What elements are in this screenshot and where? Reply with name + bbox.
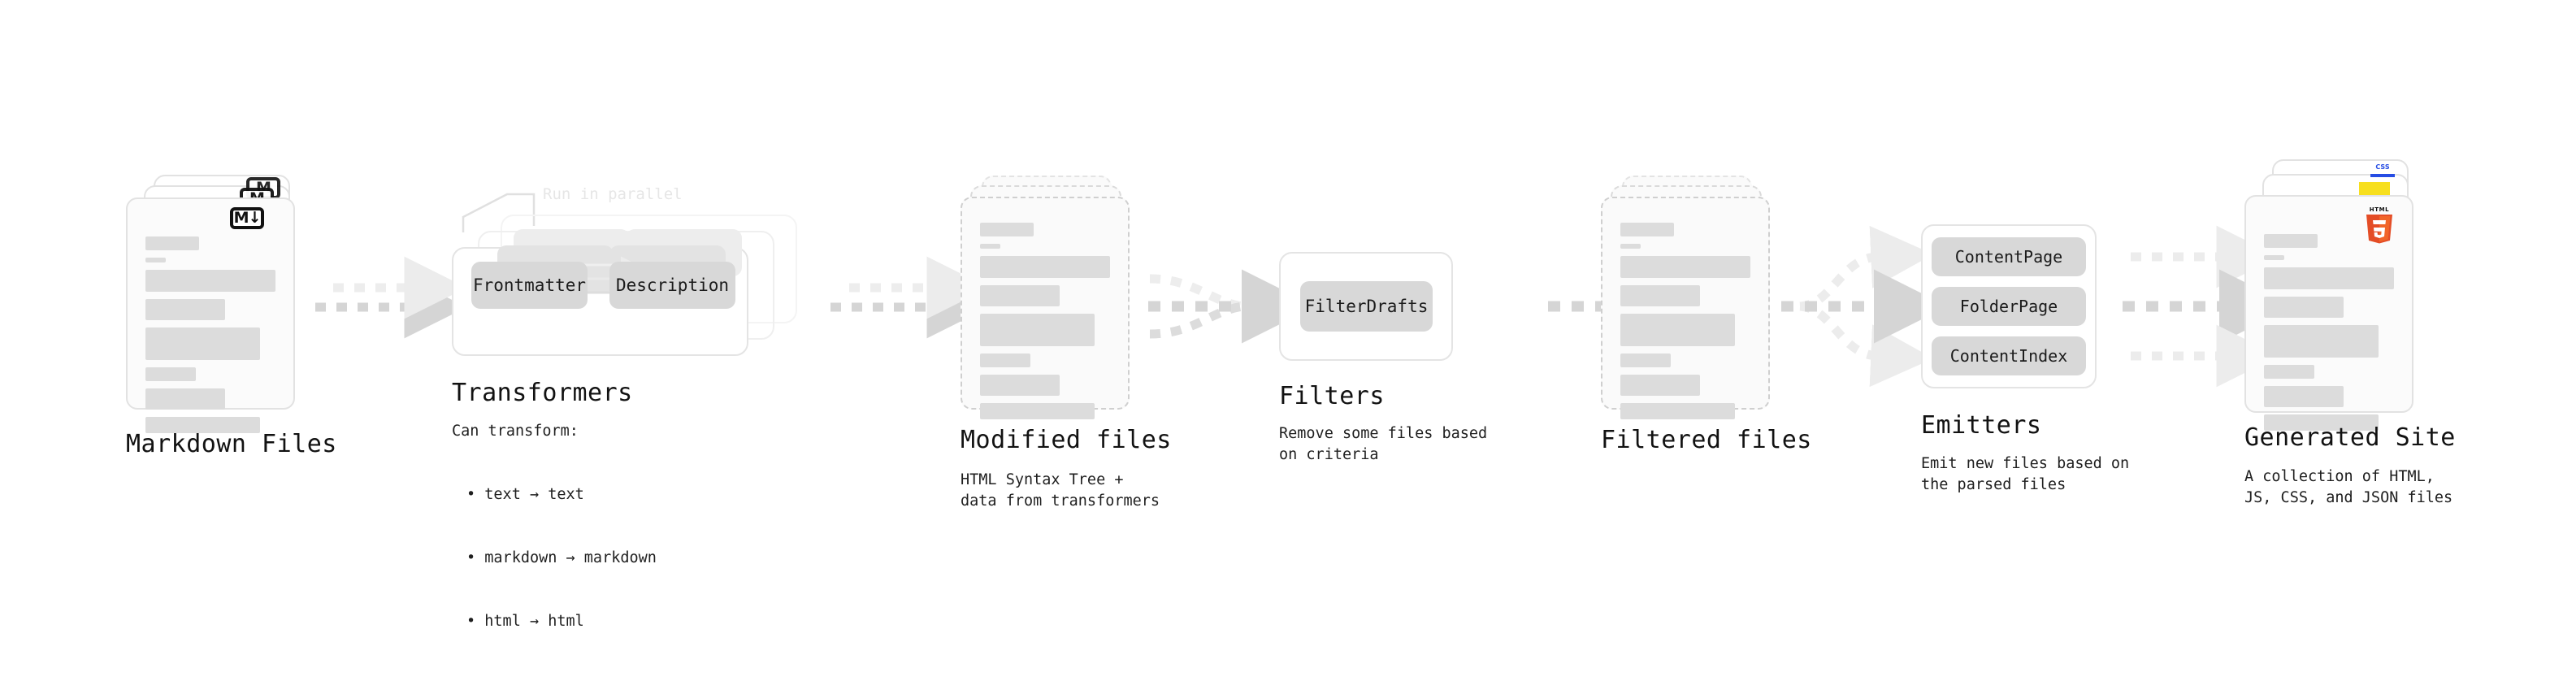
skeleton-line	[145, 388, 225, 410]
filter-pill-filterdrafts-label: FilterDrafts	[1304, 297, 1429, 316]
filtered-files-title: Filtered files	[1601, 426, 1812, 454]
skeleton-line	[2264, 234, 2318, 248]
filter-pill-filterdrafts[interactable]: FilterDrafts	[1300, 281, 1433, 332]
modified-skeleton-body	[980, 223, 1110, 427]
skeleton-line	[2264, 297, 2344, 318]
skeleton-line	[980, 285, 1060, 306]
markdown-badge-glyph-front: M	[233, 209, 249, 227]
skeleton-line	[980, 256, 1110, 278]
generated-site-title: Generated Site	[2244, 423, 2456, 452]
connector-md-to-transformers	[315, 256, 467, 339]
filtered-card-front	[1601, 197, 1770, 419]
generated-site-subtitle: A collection of HTML, JS, CSS, and JSON …	[2244, 468, 2453, 506]
skeleton-line	[1620, 285, 1700, 306]
skeleton-line	[1620, 375, 1700, 396]
css3-badge: CSS	[2370, 163, 2395, 177]
transformers-bullet-text: • text → text • markdown → markdown • ht…	[466, 442, 657, 674]
skeleton-line	[1620, 244, 1641, 249]
connector-emitters-to-site	[2123, 225, 2293, 388]
skeleton-line	[1620, 314, 1735, 346]
emitter-pill-folderpage[interactable]: FolderPage	[1932, 287, 2086, 326]
html5-badge-icon: HTML	[2366, 206, 2392, 244]
transformer-pill-description-label: Description	[615, 275, 730, 295]
emitter-pill-contentpage[interactable]: ContentPage	[1932, 237, 2086, 276]
skeleton-line	[145, 236, 199, 250]
svg-text:HTML: HTML	[2370, 206, 2389, 213]
skeleton-line	[2264, 365, 2315, 379]
markdown-card-front: M↓	[126, 197, 295, 433]
transformer-pill-frontmatter-label: Frontmatter	[472, 275, 587, 295]
filtered-skeleton-body	[1620, 223, 1750, 427]
skeleton-line	[145, 367, 197, 381]
transformer-pill-description[interactable]: Description	[609, 262, 735, 309]
css3-badge-label: CSS	[2375, 163, 2390, 171]
skeleton-line	[980, 403, 1095, 419]
skeleton-line	[1620, 403, 1735, 419]
emitter-pill-contentindex-label: ContentIndex	[1949, 346, 2068, 366]
filters-subtitle: Remove some files based on criteria	[1279, 425, 1488, 463]
skeleton-line	[980, 375, 1060, 396]
skeleton-line	[145, 299, 225, 320]
transformer-pill-frontmatter[interactable]: Frontmatter	[471, 262, 588, 309]
skeleton-line	[980, 223, 1034, 236]
skeleton-line	[145, 258, 166, 262]
skeleton-line	[980, 354, 1031, 367]
transformers-bullet-item: • text → text	[466, 486, 584, 503]
generated-card-front: HTML	[2244, 195, 2413, 431]
markdown-files-title: Markdown Files	[126, 430, 337, 458]
emitter-pill-contentindex[interactable]: ContentIndex	[1932, 336, 2086, 375]
connector-transformers-to-modified	[830, 256, 990, 339]
skeleton-line	[2264, 414, 2379, 431]
emitter-pill-folderpage-label: FolderPage	[1959, 297, 2058, 316]
modified-files-subtitle: HTML Syntax Tree + data from transformer…	[961, 471, 1160, 510]
skeleton-line	[2264, 325, 2379, 358]
skeleton-line	[145, 270, 275, 292]
connector-filtered-to-emitters	[1781, 225, 1948, 388]
skeleton-line	[2264, 255, 2284, 260]
emitter-pill-contentpage-label: ContentPage	[1954, 247, 2063, 267]
skeleton-line	[145, 417, 260, 433]
skeleton-line	[2264, 386, 2344, 407]
filters-title: Filters	[1279, 382, 1385, 410]
skeleton-line	[1620, 256, 1750, 278]
connector-modified-to-filters	[1148, 269, 1316, 344]
skeleton-line	[145, 327, 260, 360]
skeleton-line	[1620, 354, 1672, 367]
generated-skeleton-body	[2264, 234, 2394, 438]
skeleton-line	[1620, 223, 1674, 236]
markdown-badge-front: M↓	[230, 207, 264, 229]
markdown-skeleton-body	[145, 236, 275, 440]
markdown-badge-arrow-glyph: ↓	[248, 209, 262, 227]
emitters-title: Emitters	[1921, 411, 2042, 440]
transformers-title: Transformers	[452, 379, 633, 407]
modified-card-front	[961, 197, 1130, 419]
modified-files-title: Modified files	[961, 426, 1172, 454]
skeleton-line	[980, 314, 1095, 346]
transformers-subtitle: Can transform:	[452, 423, 579, 440]
skeleton-line	[2264, 267, 2394, 289]
run-in-parallel-bracket	[462, 193, 536, 232]
emitters-subtitle: Emit new files based on the parsed files	[1921, 455, 2130, 493]
transformers-bullet-item: • html → html	[466, 613, 584, 630]
skeleton-line	[980, 244, 1000, 249]
run-in-parallel-label: Run in parallel	[543, 185, 683, 203]
transformers-bullet-item: • markdown → markdown	[466, 549, 657, 566]
